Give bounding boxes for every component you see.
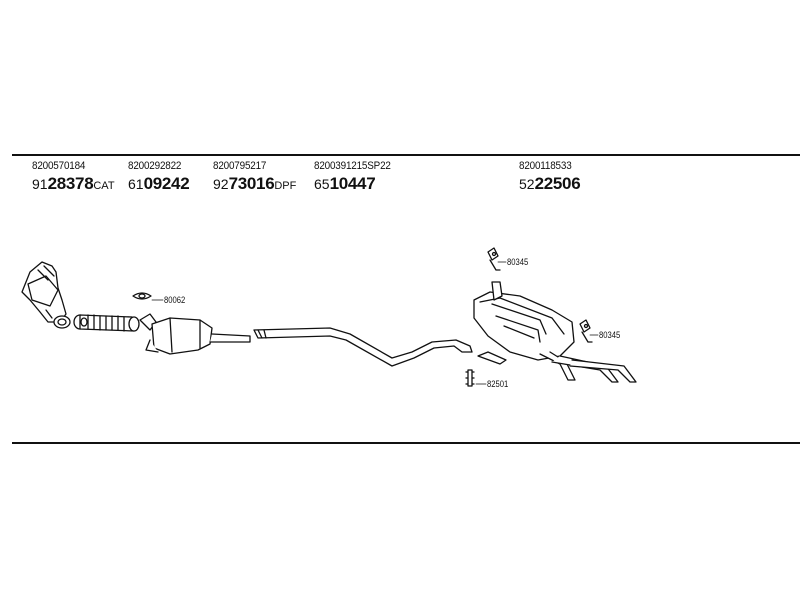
- oem-number: 8200118533: [519, 160, 572, 172]
- part-label-rear-silencer[interactable]: 8200118533 5222506: [519, 160, 581, 196]
- oem-number: 8200391215SP22: [314, 160, 391, 172]
- part-label-flexpipe[interactable]: 8200292822 6109242: [128, 160, 190, 196]
- top-divider: [12, 154, 800, 156]
- part-label-dpf[interactable]: 8200795217 9273016DPF: [213, 160, 296, 196]
- callout-clamp: 82501: [487, 379, 509, 389]
- part-code: 5222506: [519, 174, 581, 193]
- flex-pipe-drawing[interactable]: [73, 314, 140, 332]
- gasket-drawing[interactable]: [132, 292, 152, 300]
- part-code: 9273016DPF: [213, 174, 297, 193]
- callout-hanger-right: 80345: [599, 330, 621, 340]
- callout-hanger-top: 80345: [507, 257, 529, 267]
- part-code: 9128378CAT: [32, 174, 115, 193]
- oem-number: 8200570184: [32, 160, 86, 172]
- dpf-drawing[interactable]: [139, 313, 251, 355]
- callout-gasket: 80062: [164, 295, 186, 305]
- part-label-cat[interactable]: 8200570184 9128378CAT: [32, 160, 115, 196]
- rear-silencer-drawing[interactable]: [473, 281, 637, 383]
- part-label-middle-pipe[interactable]: 8200391215SP22 6510447: [314, 160, 399, 196]
- catalytic-converter-drawing[interactable]: [21, 261, 71, 329]
- middle-pipe-drawing[interactable]: [253, 327, 473, 367]
- oem-number: 8200795217: [213, 160, 267, 172]
- hanger-right-drawing[interactable]: [579, 319, 593, 343]
- part-code: 6109242: [128, 174, 190, 193]
- hanger-top-drawing[interactable]: [487, 247, 501, 271]
- clamp-drawing[interactable]: [465, 369, 475, 387]
- bottom-divider: [12, 442, 800, 444]
- part-code: 6510447: [314, 174, 376, 193]
- oem-number: 8200292822: [128, 160, 182, 172]
